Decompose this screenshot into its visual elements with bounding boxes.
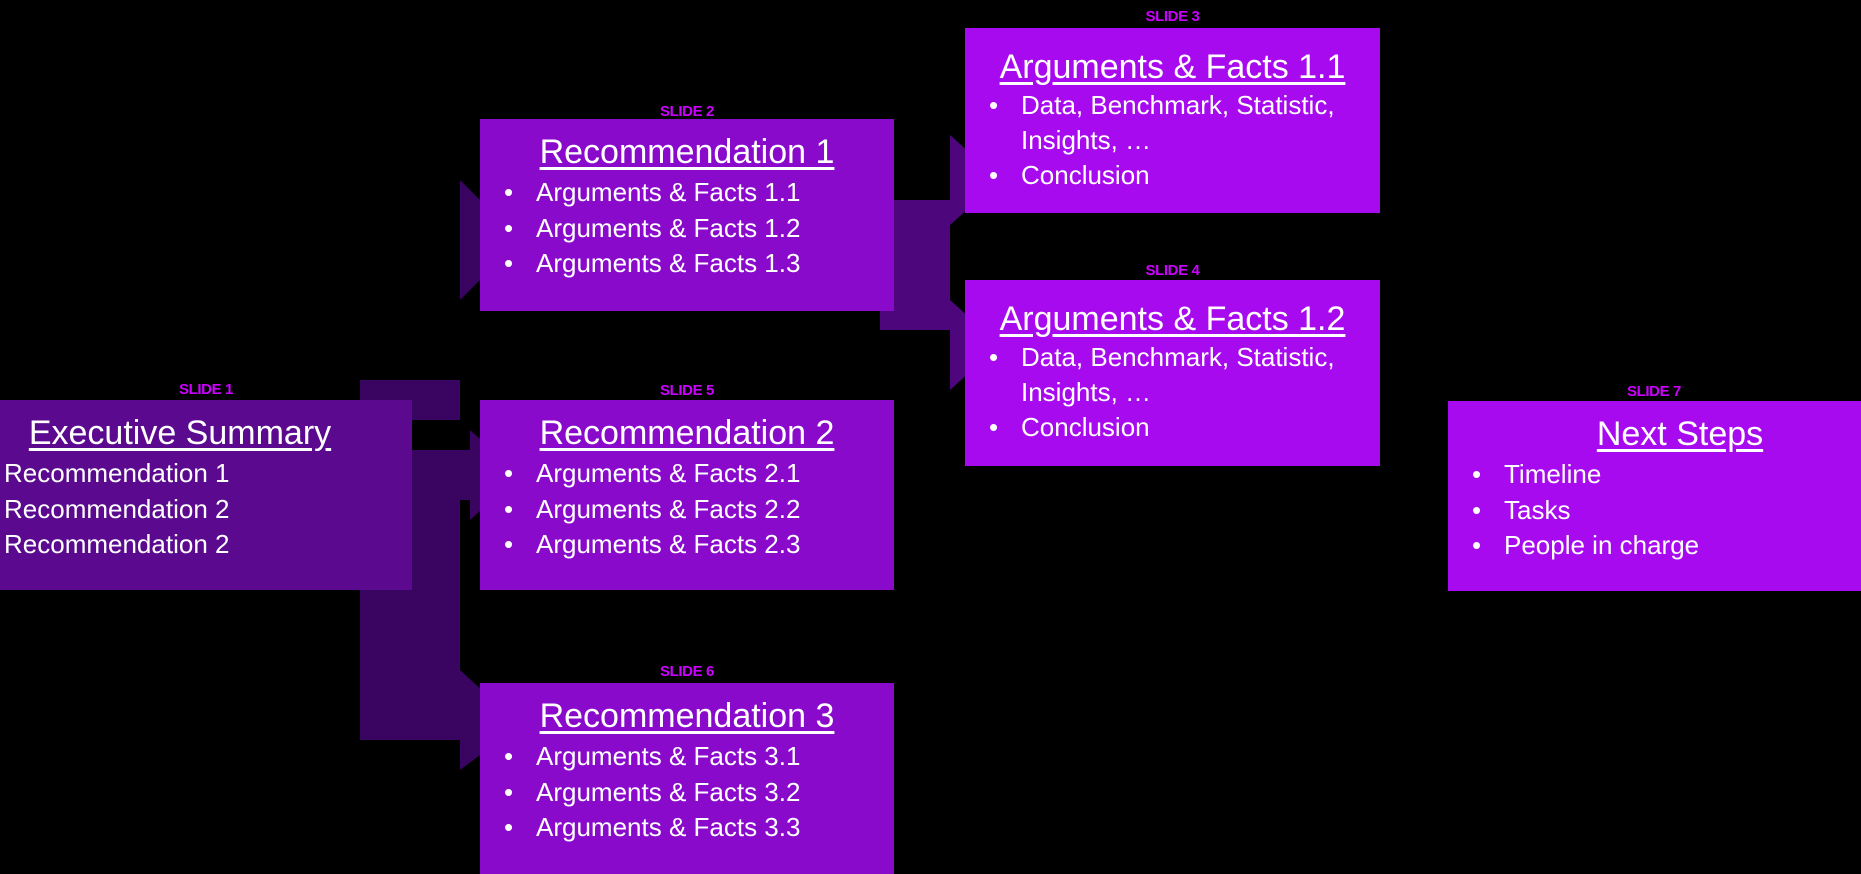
list-item: Arguments & Facts 2.3 bbox=[480, 527, 894, 562]
slide-label-3: SLIDE 3 bbox=[1145, 8, 1200, 25]
slide-card-5[interactable]: Recommendation 2 Arguments & Facts 2.1 A… bbox=[480, 400, 894, 590]
slide-label-1: SLIDE 1 bbox=[179, 381, 233, 398]
slide-card-4[interactable]: Arguments & Facts 1.2 Data, Benchmark, S… bbox=[965, 280, 1380, 466]
list-item: Recommendation 1 bbox=[0, 456, 412, 491]
slide-bullets-3: Data, Benchmark, Statistic, Insights, … … bbox=[965, 88, 1380, 193]
slide-label-4: SLIDE 4 bbox=[1145, 262, 1200, 279]
list-item: Recommendation 2 bbox=[0, 492, 412, 527]
list-item: Arguments & Facts 3.2 bbox=[480, 775, 894, 810]
slide-bullets-5: Arguments & Facts 2.1 Arguments & Facts … bbox=[480, 456, 894, 562]
slide-card-1[interactable]: Executive Summary Recommendation 1 Recom… bbox=[0, 400, 412, 590]
slide-card-2[interactable]: Recommendation 1 Arguments & Facts 1.1 A… bbox=[480, 119, 894, 311]
slide-bullets-1: Recommendation 1 Recommendation 2 Recomm… bbox=[0, 456, 412, 562]
slide-title-2: Recommendation 1 bbox=[539, 133, 835, 171]
list-item: Data, Benchmark, Statistic, Insights, … bbox=[965, 88, 1380, 157]
slide-card-6[interactable]: Recommendation 3 Arguments & Facts 3.1 A… bbox=[480, 683, 894, 874]
slide-label-2: SLIDE 2 bbox=[660, 103, 714, 120]
list-item: People in charge bbox=[1448, 528, 1861, 563]
list-item: Arguments & Facts 2.2 bbox=[480, 492, 894, 527]
slide-title-6: Recommendation 3 bbox=[539, 697, 835, 735]
slide-title-3: Arguments & Facts 1.1 bbox=[999, 48, 1346, 86]
slide-title-4: Arguments & Facts 1.2 bbox=[999, 300, 1346, 338]
list-item: Arguments & Facts 2.1 bbox=[480, 456, 894, 491]
slide-card-3[interactable]: Arguments & Facts 1.1 Data, Benchmark, S… bbox=[965, 28, 1380, 213]
slide-bullets-7: Timeline Tasks People in charge bbox=[1448, 457, 1861, 563]
slide-title-1: Executive Summary bbox=[28, 414, 332, 452]
list-item: Arguments & Facts 1.3 bbox=[480, 246, 894, 281]
list-item: Timeline bbox=[1448, 457, 1861, 492]
list-item: Tasks bbox=[1448, 493, 1861, 528]
slide-label-5: SLIDE 5 bbox=[660, 382, 714, 399]
list-item: Arguments & Facts 1.2 bbox=[480, 211, 894, 246]
slide-bullets-2: Arguments & Facts 1.1 Arguments & Facts … bbox=[480, 175, 894, 281]
list-item: Data, Benchmark, Statistic, Insights, … bbox=[965, 340, 1380, 409]
list-item: Arguments & Facts 3.1 bbox=[480, 739, 894, 774]
slide-label-7: SLIDE 7 bbox=[1627, 383, 1681, 400]
slide-card-7[interactable]: Next Steps Timeline Tasks People in char… bbox=[1448, 401, 1861, 591]
list-item: Recommendation 2 bbox=[0, 527, 412, 562]
list-item: Conclusion bbox=[965, 410, 1380, 445]
slide-title-7: Next Steps bbox=[1596, 415, 1764, 453]
list-item: Arguments & Facts 1.1 bbox=[480, 175, 894, 210]
list-item: Arguments & Facts 3.3 bbox=[480, 810, 894, 845]
slide-title-5: Recommendation 2 bbox=[539, 414, 835, 452]
slide-label-6: SLIDE 6 bbox=[660, 663, 714, 680]
slide-bullets-4: Data, Benchmark, Statistic, Insights, … … bbox=[965, 340, 1380, 445]
list-item: Conclusion bbox=[965, 158, 1380, 193]
slide-bullets-6: Arguments & Facts 3.1 Arguments & Facts … bbox=[480, 739, 894, 845]
